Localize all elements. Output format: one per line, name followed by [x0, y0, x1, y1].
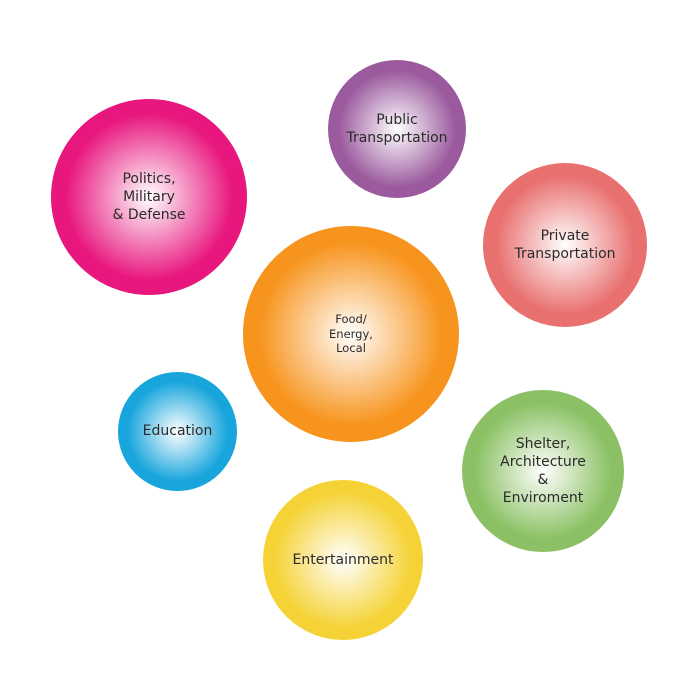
bubble-public-transportation: Public Transportation: [328, 60, 466, 198]
bubble-shelter-architecture-enviroment: Shelter, Architecture & Enviroment: [462, 390, 624, 552]
bubble-label: Politics, Military & Defense: [112, 170, 185, 225]
bubble-politics-military-defense: Politics, Military & Defense: [51, 99, 247, 295]
bubble-label-line: Transportation: [514, 246, 616, 262]
bubble-label: Private Transportation: [514, 227, 615, 263]
bubble-private-transportation: Private Transportation: [483, 163, 647, 327]
bubble-education: Education: [118, 372, 237, 491]
bubble-label-line: Entertainment: [292, 551, 394, 568]
bubble-label-line: &: [537, 472, 549, 488]
bubble-label-line: & Defense: [112, 207, 186, 224]
bubble-label-line: Education: [142, 423, 213, 440]
bubble-label-line: Energy,: [329, 326, 373, 341]
bubble-label-line: Food/: [335, 311, 367, 326]
bubble-label-line: Local: [336, 341, 366, 356]
bubble-label-line: Shelter,: [515, 435, 571, 452]
bubble-food-energy-local: Food/ Energy, Local: [243, 226, 459, 442]
bubble-entertainment: Entertainment: [263, 480, 423, 640]
bubble-label: Shelter, Architecture & Enviroment: [500, 435, 586, 508]
bubble-label: Food/ Energy, Local: [329, 312, 373, 357]
bubble-label-line: Private: [540, 227, 590, 244]
bubble-label-line: Transportation: [346, 130, 448, 146]
bubble-label-line: Politics,: [122, 170, 176, 187]
bubble-label-line: Military: [123, 188, 175, 205]
bubble-label-line: Enviroment: [502, 490, 584, 507]
bubble-label: Education: [143, 422, 213, 440]
bubble-label-line: Public: [376, 111, 418, 128]
bubble-label: Entertainment: [292, 551, 393, 569]
bubble-label-line: Architecture: [500, 453, 586, 470]
bubble-label: Public Transportation: [346, 111, 447, 147]
